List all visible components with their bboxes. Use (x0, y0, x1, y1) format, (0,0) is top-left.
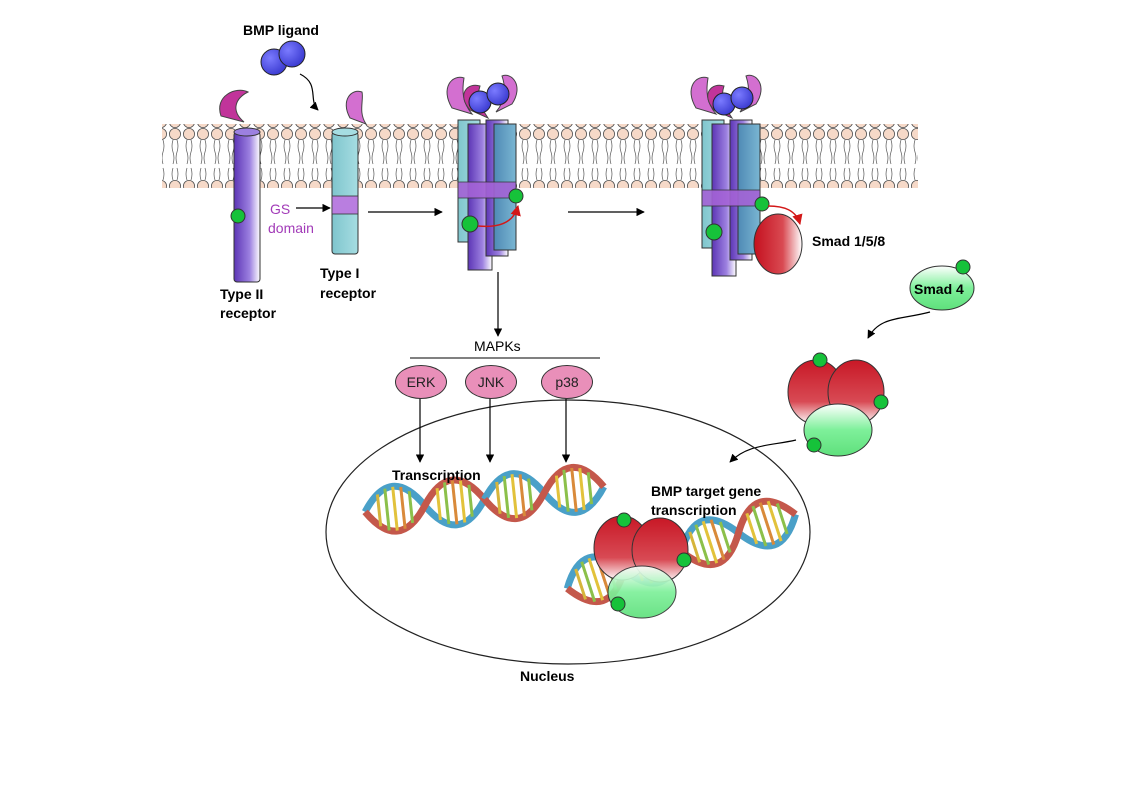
bmp-target-label-2: transcription (651, 502, 737, 518)
jnk-node: JNK (465, 365, 517, 399)
nucleus (325, 399, 811, 665)
phosphate-dot (508, 188, 524, 204)
cell-membrane (162, 124, 918, 188)
smad-complex-nuclear-arrow (729, 439, 797, 463)
erk-node: ERK (395, 365, 447, 399)
type-ii-receptor (219, 89, 261, 283)
smad4-protein (909, 259, 975, 311)
phosphate-dot (610, 596, 626, 612)
type-i-receptor (331, 90, 368, 255)
phosphate-dot (461, 215, 479, 233)
bmp-target-label-1: BMP target gene (651, 483, 762, 499)
phosphate-dot (806, 437, 822, 453)
ligand-binding-arrow (299, 73, 319, 111)
phosphate-dot (705, 223, 723, 241)
erk-label: ERK (406, 374, 436, 390)
smad158-label: Smad 1/5/8 (812, 233, 886, 249)
phosphate-dot (955, 259, 971, 275)
smad4-label: Smad 4 (914, 281, 964, 297)
smad-complex-on-dna (593, 512, 692, 619)
phosphate-dot (812, 352, 828, 368)
phosphate-dot (616, 512, 632, 528)
type-ii-receptor-label-1: Type II (220, 286, 264, 302)
gs-domain-label-2: domain (268, 220, 314, 236)
receptor-complex-1 (446, 74, 524, 271)
bmp-ligand (260, 40, 306, 76)
receptor-complex-2 (690, 74, 803, 277)
smad-complex (787, 352, 889, 457)
phosphate-dot (676, 552, 692, 568)
nucleus-label: Nucleus (520, 668, 575, 684)
p38-label: p38 (555, 374, 579, 390)
type-i-receptor-label-1: Type I (320, 265, 360, 281)
transcription-label: Transcription (392, 467, 481, 483)
smad4-join-arrow (867, 311, 931, 339)
phosphate-dot (873, 394, 889, 410)
p38-node: p38 (541, 365, 593, 399)
phosphate-dot (754, 196, 770, 212)
jnk-label: JNK (477, 374, 505, 390)
type-i-receptor-label-2: receptor (320, 285, 377, 301)
smad158-protein (753, 213, 803, 275)
gs-domain (331, 195, 359, 215)
type-ii-receptor-label-2: receptor (220, 305, 277, 321)
mapks-label: MAPKs (474, 338, 521, 354)
gs-domain-label-1: GS (270, 201, 291, 217)
bmp-ligand-label: BMP ligand (243, 22, 319, 38)
phosphate-dot (230, 208, 246, 224)
